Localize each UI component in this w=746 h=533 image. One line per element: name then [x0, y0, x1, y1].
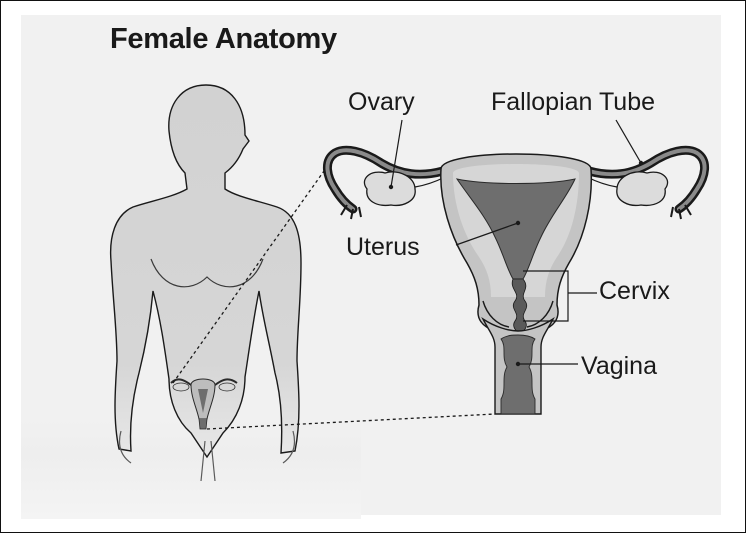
figure-title: Female Anatomy	[110, 23, 337, 56]
label-fallopian-tube: Fallopian Tube	[491, 88, 655, 117]
vaginal-canal	[501, 335, 535, 414]
label-uterus: Uterus	[346, 233, 420, 262]
label-ovary: Ovary	[348, 88, 415, 117]
label-cervix: Cervix	[599, 277, 670, 306]
label-vagina: Vagina	[581, 352, 657, 381]
right-ovary	[617, 172, 668, 205]
cervical-canal	[512, 279, 527, 333]
